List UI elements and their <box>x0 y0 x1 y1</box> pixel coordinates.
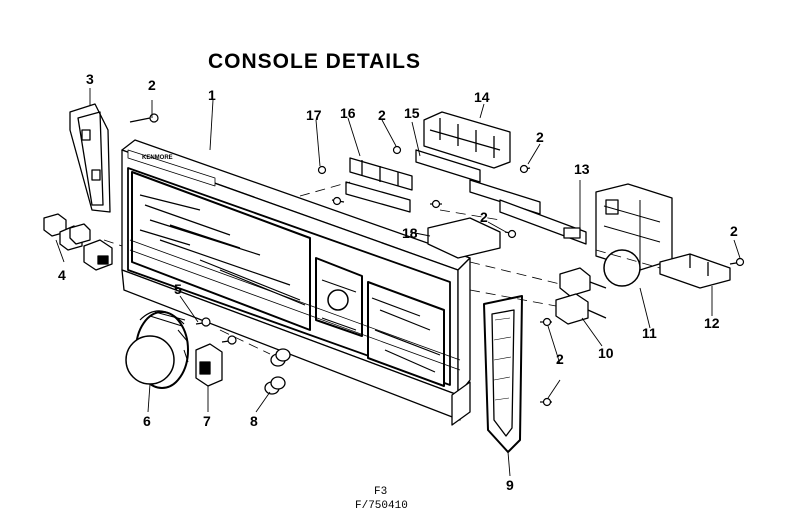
callout-15: 15 <box>404 105 420 121</box>
callout-6: 6 <box>143 413 151 429</box>
callout-17: 17 <box>306 107 322 123</box>
callout-11: 11 <box>642 325 657 341</box>
control-knob <box>125 310 189 389</box>
top-bracket <box>423 111 511 169</box>
callout-14: 14 <box>474 89 490 105</box>
rocker-switch <box>195 343 223 387</box>
screws <box>129 113 745 407</box>
drawing-number: F/750410 <box>355 500 408 512</box>
callout-2-far-right: 2 <box>730 223 738 239</box>
figure-code: F3 <box>374 486 388 498</box>
callout-3: 3 <box>86 71 94 87</box>
timer-bracket <box>659 253 731 289</box>
callout-8: 8 <box>250 413 258 429</box>
end-trim-panel <box>483 295 523 453</box>
callout-2: 2 <box>148 77 156 93</box>
small-bracket <box>427 217 501 259</box>
callout-4: 4 <box>58 267 66 283</box>
callout-2-lower: 2 <box>556 351 564 367</box>
side-bracket <box>69 103 111 213</box>
callout-10: 10 <box>598 345 614 361</box>
leader-lines <box>55 88 741 477</box>
panel-plugs <box>264 348 291 395</box>
callout-1: 1 <box>208 87 216 103</box>
alignment-lines <box>103 181 661 355</box>
brand-plate-text: KENMORE <box>142 155 173 161</box>
callout-18: 18 <box>402 225 418 241</box>
support-rail <box>499 199 587 245</box>
callout-12: 12 <box>704 315 720 331</box>
switch-clips <box>555 267 607 325</box>
callout-16: 16 <box>340 105 356 121</box>
callout-5: 5 <box>174 281 182 297</box>
diagram-title: CONSOLE DETAILS <box>208 50 421 73</box>
mounting-brackets <box>345 149 541 215</box>
console-panel <box>121 139 471 426</box>
callout-2-mid: 2 <box>480 209 488 225</box>
callout-2-top: 2 <box>378 107 386 123</box>
button-blocks <box>43 213 113 271</box>
callout-9: 9 <box>506 477 514 493</box>
callout-13: 13 <box>574 161 590 177</box>
callout-2-right: 2 <box>536 129 544 145</box>
callout-7: 7 <box>203 413 211 429</box>
